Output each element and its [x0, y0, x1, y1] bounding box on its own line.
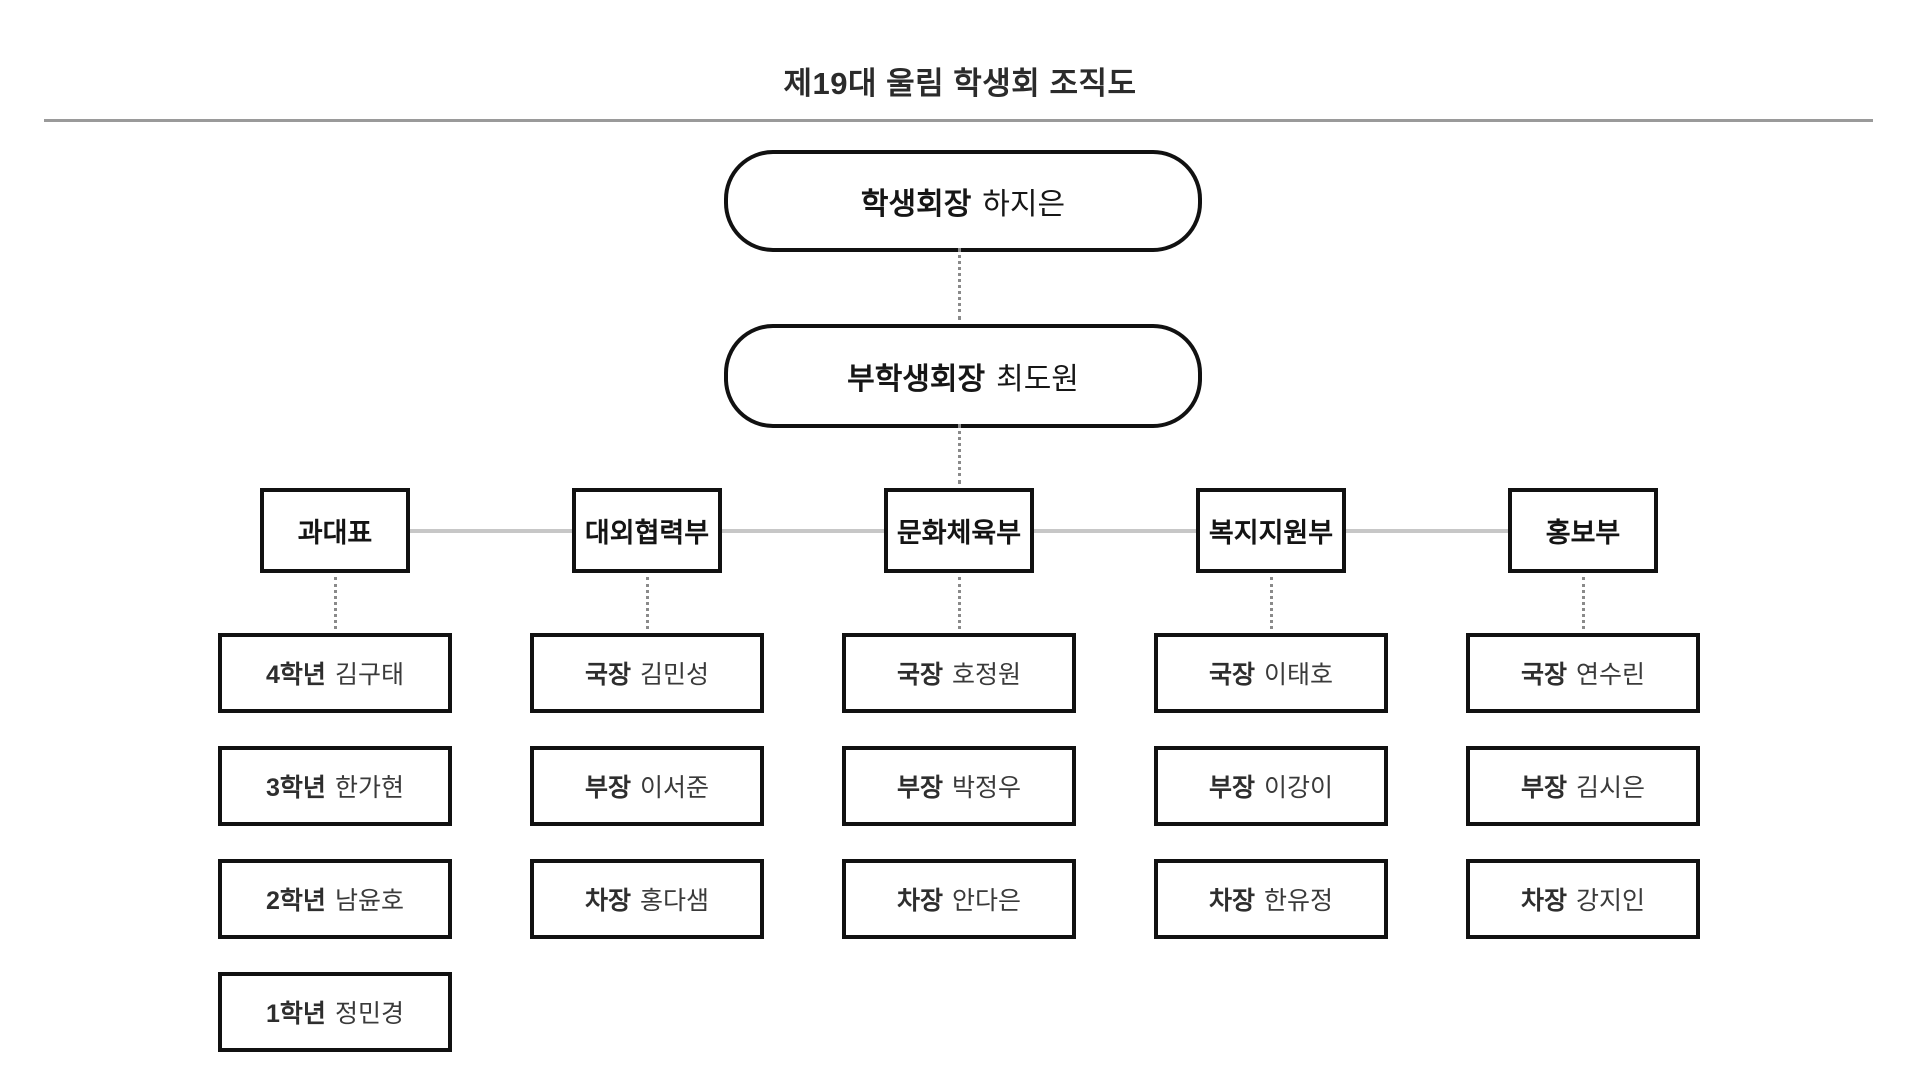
member-box: 2학년 남윤호 [218, 859, 452, 939]
member-role-label: 4학년 [266, 661, 326, 689]
department-box-munhwacheyukbu: 문화체육부 [884, 488, 1034, 573]
vice-president-role-label: 부학생회장 [847, 363, 986, 396]
member-box: 차장 강지인 [1466, 859, 1700, 939]
vice-president-name-label: 최도원 [996, 363, 1079, 396]
vice-president-box: 부학생회장 최도원 [724, 324, 1202, 428]
department-label: 문화체육부 [896, 518, 1022, 548]
member-name-label: 한가현 [334, 774, 404, 802]
member-box: 차장 한유정 [1154, 859, 1388, 939]
department-box-bokjijiwonbu: 복지지원부 [1196, 488, 1346, 573]
member-name-label: 강지인 [1576, 887, 1646, 915]
department-label: 과대표 [297, 518, 373, 548]
member-box: 부장 이강이 [1154, 746, 1388, 826]
member-role-label: 부장 [1520, 774, 1567, 802]
member-role-label: 차장 [1208, 887, 1255, 915]
member-box: 국장 연수린 [1466, 633, 1700, 713]
president-box: 학생회장 하지은 [724, 150, 1202, 252]
member-box: 3학년 한가현 [218, 746, 452, 826]
member-role-label: 부장 [896, 774, 943, 802]
department-box-gwadaepyo: 과대표 [260, 488, 410, 573]
member-name-label: 김구태 [334, 661, 404, 689]
member-role-label: 차장 [896, 887, 943, 915]
member-name-label: 이강이 [1264, 774, 1334, 802]
member-name-label: 김민성 [640, 661, 710, 689]
member-name-label: 이서준 [640, 774, 710, 802]
member-role-label: 1학년 [266, 1000, 326, 1028]
member-role-label: 2학년 [266, 887, 326, 915]
member-role-label: 차장 [1520, 887, 1567, 915]
member-name-label: 이태호 [1264, 661, 1334, 689]
connector-president-vp [958, 248, 961, 320]
member-box: 1학년 정민경 [218, 972, 452, 1052]
member-role-label: 국장 [896, 661, 943, 689]
member-name-label: 정민경 [334, 1000, 404, 1028]
connector-dept3-members [958, 577, 961, 629]
department-box-daeoehyeomnyeokbu: 대외협력부 [572, 488, 722, 573]
member-role-label: 국장 [1208, 661, 1255, 689]
member-box: 부장 김시은 [1466, 746, 1700, 826]
member-name-label: 연수린 [1576, 661, 1646, 689]
member-box: 4학년 김구태 [218, 633, 452, 713]
connector-dept4-members [1270, 577, 1273, 629]
department-box-hongbobu: 홍보부 [1508, 488, 1658, 573]
member-box: 차장 안다은 [842, 859, 1076, 939]
connector-dept1-members [334, 577, 337, 629]
member-box: 부장 이서준 [530, 746, 764, 826]
member-role-label: 부장 [1208, 774, 1255, 802]
member-name-label: 박정우 [952, 774, 1022, 802]
member-name-label: 김시은 [1576, 774, 1646, 802]
department-label: 복지지원부 [1208, 518, 1334, 548]
member-name-label: 한유정 [1264, 887, 1334, 915]
connector-vp-departments [958, 424, 961, 484]
page-title: 제19대 울림 학생회 조직도 [783, 66, 1137, 101]
department-label: 대외협력부 [584, 518, 710, 548]
title-divider-line [44, 119, 1873, 122]
member-role-label: 국장 [1520, 661, 1567, 689]
member-box: 국장 이태호 [1154, 633, 1388, 713]
member-name-label: 호정원 [952, 661, 1022, 689]
member-name-label: 안다은 [952, 887, 1022, 915]
member-box: 국장 호정원 [842, 633, 1076, 713]
member-role-label: 3학년 [266, 774, 326, 802]
member-box: 국장 김민성 [530, 633, 764, 713]
member-box: 차장 홍다샘 [530, 859, 764, 939]
member-role-label: 국장 [584, 661, 631, 689]
member-role-label: 부장 [584, 774, 631, 802]
member-name-label: 홍다샘 [640, 887, 710, 915]
member-role-label: 차장 [584, 887, 631, 915]
member-name-label: 남윤호 [334, 887, 404, 915]
president-role-label: 학생회장 [860, 188, 972, 221]
department-label: 홍보부 [1545, 518, 1621, 548]
president-name-label: 하지은 [982, 188, 1066, 221]
connector-dept5-members [1582, 577, 1585, 629]
connector-dept2-members [646, 577, 649, 629]
member-box: 부장 박정우 [842, 746, 1076, 826]
